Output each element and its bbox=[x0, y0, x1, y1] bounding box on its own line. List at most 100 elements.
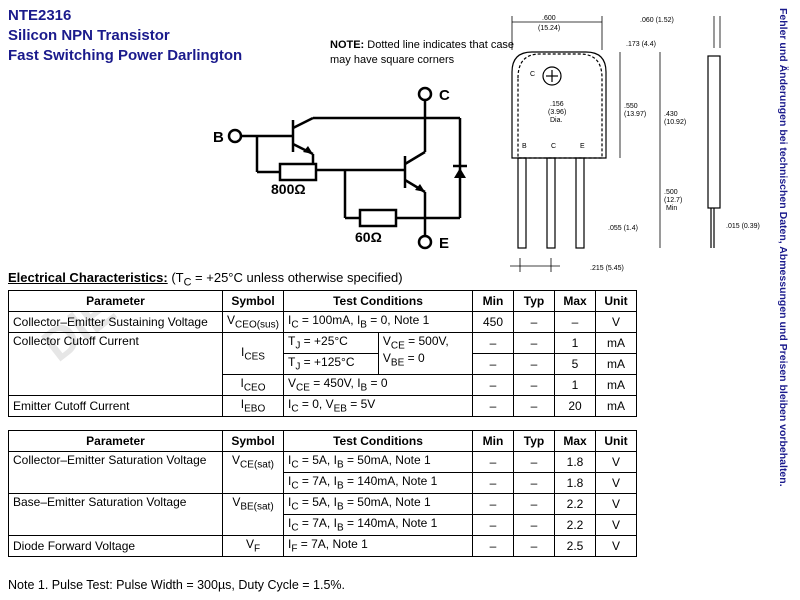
terminal-e-label: E bbox=[439, 235, 449, 252]
condition-vce-cell: VCE = 500V,VBE = 0 bbox=[377, 332, 474, 375]
symbol-cell: VCEO(sus) bbox=[222, 311, 284, 333]
conditions-cell: IC = 5A, IB = 50mA, Note 1 bbox=[283, 451, 473, 473]
pin-c-label: C bbox=[551, 143, 556, 150]
max-cell: 1 bbox=[554, 332, 596, 354]
part-number: NTE2316 bbox=[8, 7, 72, 24]
unit-cell: V bbox=[595, 311, 637, 333]
ec-cond-rest: = +25°C unless otherwise specified) bbox=[191, 270, 403, 285]
conditions-cell: IF = 7A, Note 1 bbox=[283, 535, 473, 557]
max-cell: 1 bbox=[554, 374, 596, 396]
max-cell: 2.2 bbox=[554, 514, 596, 536]
typ-cell: – bbox=[513, 395, 555, 417]
dim-lead-length-mm: (12.7) bbox=[664, 197, 682, 204]
col-symbol: Symbol bbox=[222, 430, 284, 452]
col-min: Min bbox=[472, 290, 514, 312]
dim-top-thickness: .060 (1.52) bbox=[640, 17, 674, 24]
dim-hole-dia: .156 bbox=[550, 101, 564, 108]
typ-cell: – bbox=[513, 374, 555, 396]
device-description: Fast Switching Power Darlington bbox=[8, 47, 243, 64]
pulse-test-footnote: Note 1. Pulse Test: Pulse Width = 300µs,… bbox=[8, 578, 345, 592]
col-parameter: Parameter bbox=[8, 430, 223, 452]
max-cell: 5 bbox=[554, 353, 596, 375]
col-test-conditions: Test Conditions bbox=[283, 430, 473, 452]
unit-cell: V bbox=[595, 514, 637, 536]
resistor-800-label: 800Ω bbox=[271, 181, 306, 197]
pin-b-label: B bbox=[522, 143, 527, 150]
typ-cell: – bbox=[513, 353, 555, 375]
dim-body-height2: .430 bbox=[664, 111, 678, 118]
typ-cell: – bbox=[513, 472, 555, 494]
ec-heading-label: Electrical Characteristics: bbox=[8, 270, 168, 285]
col-typ: Typ bbox=[513, 290, 555, 312]
param-cell: Base–Emitter Saturation Voltage bbox=[8, 493, 223, 536]
min-cell: – bbox=[472, 535, 514, 557]
side-disclaimer-text: Fehler und Änderungen bei technischen Da… bbox=[777, 8, 789, 487]
document-title-block: NTE2316 Silicon NPN Transistor Fast Swit… bbox=[8, 6, 242, 66]
min-cell: – bbox=[472, 493, 514, 515]
table-header-row: Parameter Symbol Test Conditions Min Typ… bbox=[8, 430, 637, 452]
min-cell: – bbox=[472, 395, 514, 417]
min-cell: 450 bbox=[472, 311, 514, 333]
resistor-60-label: 60Ω bbox=[355, 229, 382, 245]
note-text: Dotted line indicates that case may have… bbox=[330, 39, 515, 66]
conditions-cell: IC = 0, VEB = 5V bbox=[283, 395, 473, 417]
ec-cond-open: (T bbox=[171, 270, 184, 285]
typ-cell: – bbox=[513, 514, 555, 536]
symbol-cell: IEBO bbox=[222, 395, 284, 417]
typ-cell: – bbox=[513, 332, 555, 354]
param-cell: Emitter Cutoff Current bbox=[8, 395, 223, 417]
package-outline-drawing: .600 (15.24) .060 (1.52) .173 (4.4) C .1… bbox=[510, 15, 760, 272]
symbol-cell: ICEO bbox=[222, 374, 284, 396]
max-cell: 2.2 bbox=[554, 493, 596, 515]
dim-tab-thickness: .173 (4.4) bbox=[626, 41, 656, 48]
param-cell: Collector–Emitter Sustaining Voltage bbox=[8, 311, 223, 333]
conditions-cell: VCE = 450V, IB = 0 bbox=[283, 374, 473, 396]
dim-pitch: .215 (5.45) bbox=[590, 265, 624, 272]
col-unit: Unit bbox=[595, 290, 637, 312]
table-row: Diode Forward Voltage VF IF = 7A, Note 1… bbox=[8, 535, 637, 557]
table-row: IC = 7A, IB = 140mA, Note 1 – – 2.2 V bbox=[9, 514, 637, 536]
dim-lead-thickness: .015 (0.39) bbox=[726, 223, 760, 230]
pin-e-label: E bbox=[580, 143, 585, 150]
terminal-c-label: C bbox=[439, 87, 450, 104]
min-cell: – bbox=[472, 353, 514, 375]
col-max: Max bbox=[554, 430, 596, 452]
dim-lead-length: .500 bbox=[664, 189, 678, 196]
table-row: Base–Emitter Saturation Voltage VBE(sat)… bbox=[8, 493, 637, 536]
dim-width: .600 bbox=[542, 15, 556, 22]
col-max: Max bbox=[554, 290, 596, 312]
typ-cell: – bbox=[513, 493, 555, 515]
max-cell: 1.8 bbox=[554, 451, 596, 473]
dim-hole-dia-mm: (3.96) bbox=[548, 109, 566, 116]
table-header-row: Parameter Symbol Test Conditions Min Typ… bbox=[8, 290, 637, 312]
typ-cell: – bbox=[513, 535, 555, 557]
symbol-cell: VBE(sat) bbox=[222, 493, 284, 536]
dim-body-height2-mm: (10.92) bbox=[664, 119, 686, 126]
side-disclaimer: Fehler und Änderungen bei technischen Da… bbox=[771, 8, 795, 593]
col-parameter: Parameter bbox=[8, 290, 223, 312]
conditions-cell: IC = 7A, IB = 140mA, Note 1 bbox=[283, 472, 473, 494]
ec-cond-sub: C bbox=[183, 276, 192, 289]
unit-cell: mA bbox=[595, 374, 637, 396]
min-cell: – bbox=[472, 374, 514, 396]
table-row: Collector–Emitter Saturation Voltage VCE… bbox=[8, 451, 637, 494]
darlington-schematic: B C E 800Ω 60Ω bbox=[213, 86, 467, 252]
col-typ: Typ bbox=[513, 430, 555, 452]
electrical-table-2: Parameter Symbol Test Conditions Min Typ… bbox=[8, 430, 637, 557]
min-cell: – bbox=[472, 451, 514, 473]
max-cell: 2.5 bbox=[554, 535, 596, 557]
note-label: NOTE: bbox=[330, 39, 365, 51]
conditions-cell: IC = 100mA, IB = 0, Note 1 bbox=[283, 311, 473, 333]
dim-hole-note: Dia. bbox=[550, 117, 563, 124]
condition-tj-cell: TJ = +125°C bbox=[283, 353, 379, 375]
param-cell: Collector–Emitter Saturation Voltage bbox=[8, 451, 223, 494]
conditions-cell: IC = 7A, IB = 140mA, Note 1 bbox=[283, 514, 473, 536]
dim-lead-width: .055 (1.4) bbox=[608, 225, 638, 232]
min-cell: – bbox=[472, 514, 514, 536]
table-row: IC = 7A, IB = 140mA, Note 1 – – 1.8 V bbox=[9, 472, 637, 494]
max-cell: – bbox=[554, 311, 596, 333]
symbol-cell: VCE(sat) bbox=[222, 451, 284, 494]
max-cell: 1.8 bbox=[554, 472, 596, 494]
col-min: Min bbox=[472, 430, 514, 452]
unit-cell: mA bbox=[595, 353, 637, 375]
